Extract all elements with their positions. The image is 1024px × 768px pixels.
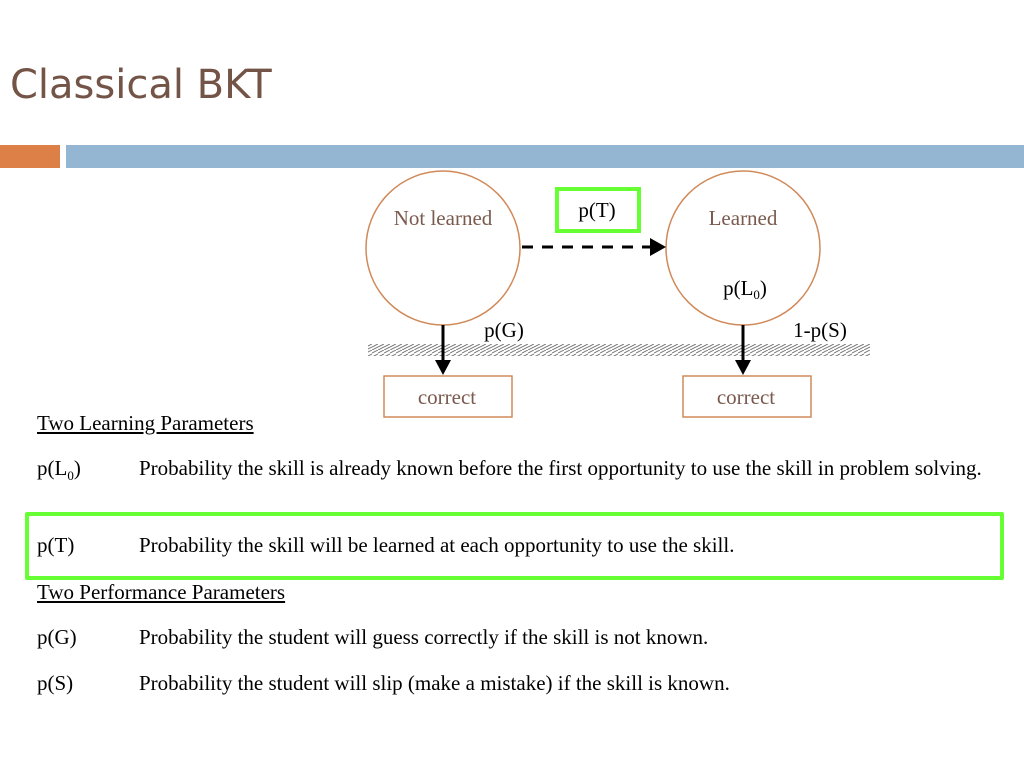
param-row-s: p(S) Probability the student will slip (m… [37,668,997,699]
transition-highlight-box [555,187,641,233]
title-accent-bar-orange [0,145,60,168]
param-row-t: p(T) Probability the skill will be learne… [37,530,997,561]
left-output-label: correct [418,385,476,409]
no-slip-label: 1-p(S) [793,318,847,342]
param-desc-g: Probability the student will guess corre… [139,625,709,649]
not-learned-state [365,170,521,326]
transition-arrow-head [650,238,666,256]
no-slip-arrow-head [735,360,751,375]
left-output-box [383,375,513,418]
transition-param-highlight [25,512,1004,580]
learned-label: Learned [709,206,778,230]
transition-label: p(T) [578,198,615,222]
learned-state [665,170,821,326]
guess-arrow-head [435,360,451,375]
guess-label: p(G) [484,318,524,342]
param-desc-s: Probability the student will slip (make … [139,671,730,695]
param-desc-l0: Probability the skill is already known b… [139,456,982,480]
right-output-label: correct [717,385,775,409]
not-learned-label: Not learned [394,206,493,230]
right-output-box [682,375,812,418]
param-symbol-g: p(G) [37,625,77,649]
performance-parameters-heading: Two Performance Parameters [37,580,286,604]
param-row-g: p(G) Probability the student will guess c… [37,622,997,653]
param-desc-t: Probability the skill will be learned at… [139,533,735,557]
param-symbol-s: p(S) [37,671,74,695]
slide-title: Classical BKT [10,62,272,108]
title-accent-bar-blue [66,145,1024,168]
param-symbol-t: p(T) [37,533,75,557]
initial-knowledge-label: p(L0) [723,276,767,302]
learning-parameters-heading: Two Learning Parameters [37,411,254,435]
param-symbol-l0: p(L0) [37,456,81,484]
param-row-l0: p(L0) Probability the skill is already kn… [37,453,997,491]
bkt-diagram: Not learned Learned p(T) p(L0) p(G) 1-p(… [365,170,870,418]
